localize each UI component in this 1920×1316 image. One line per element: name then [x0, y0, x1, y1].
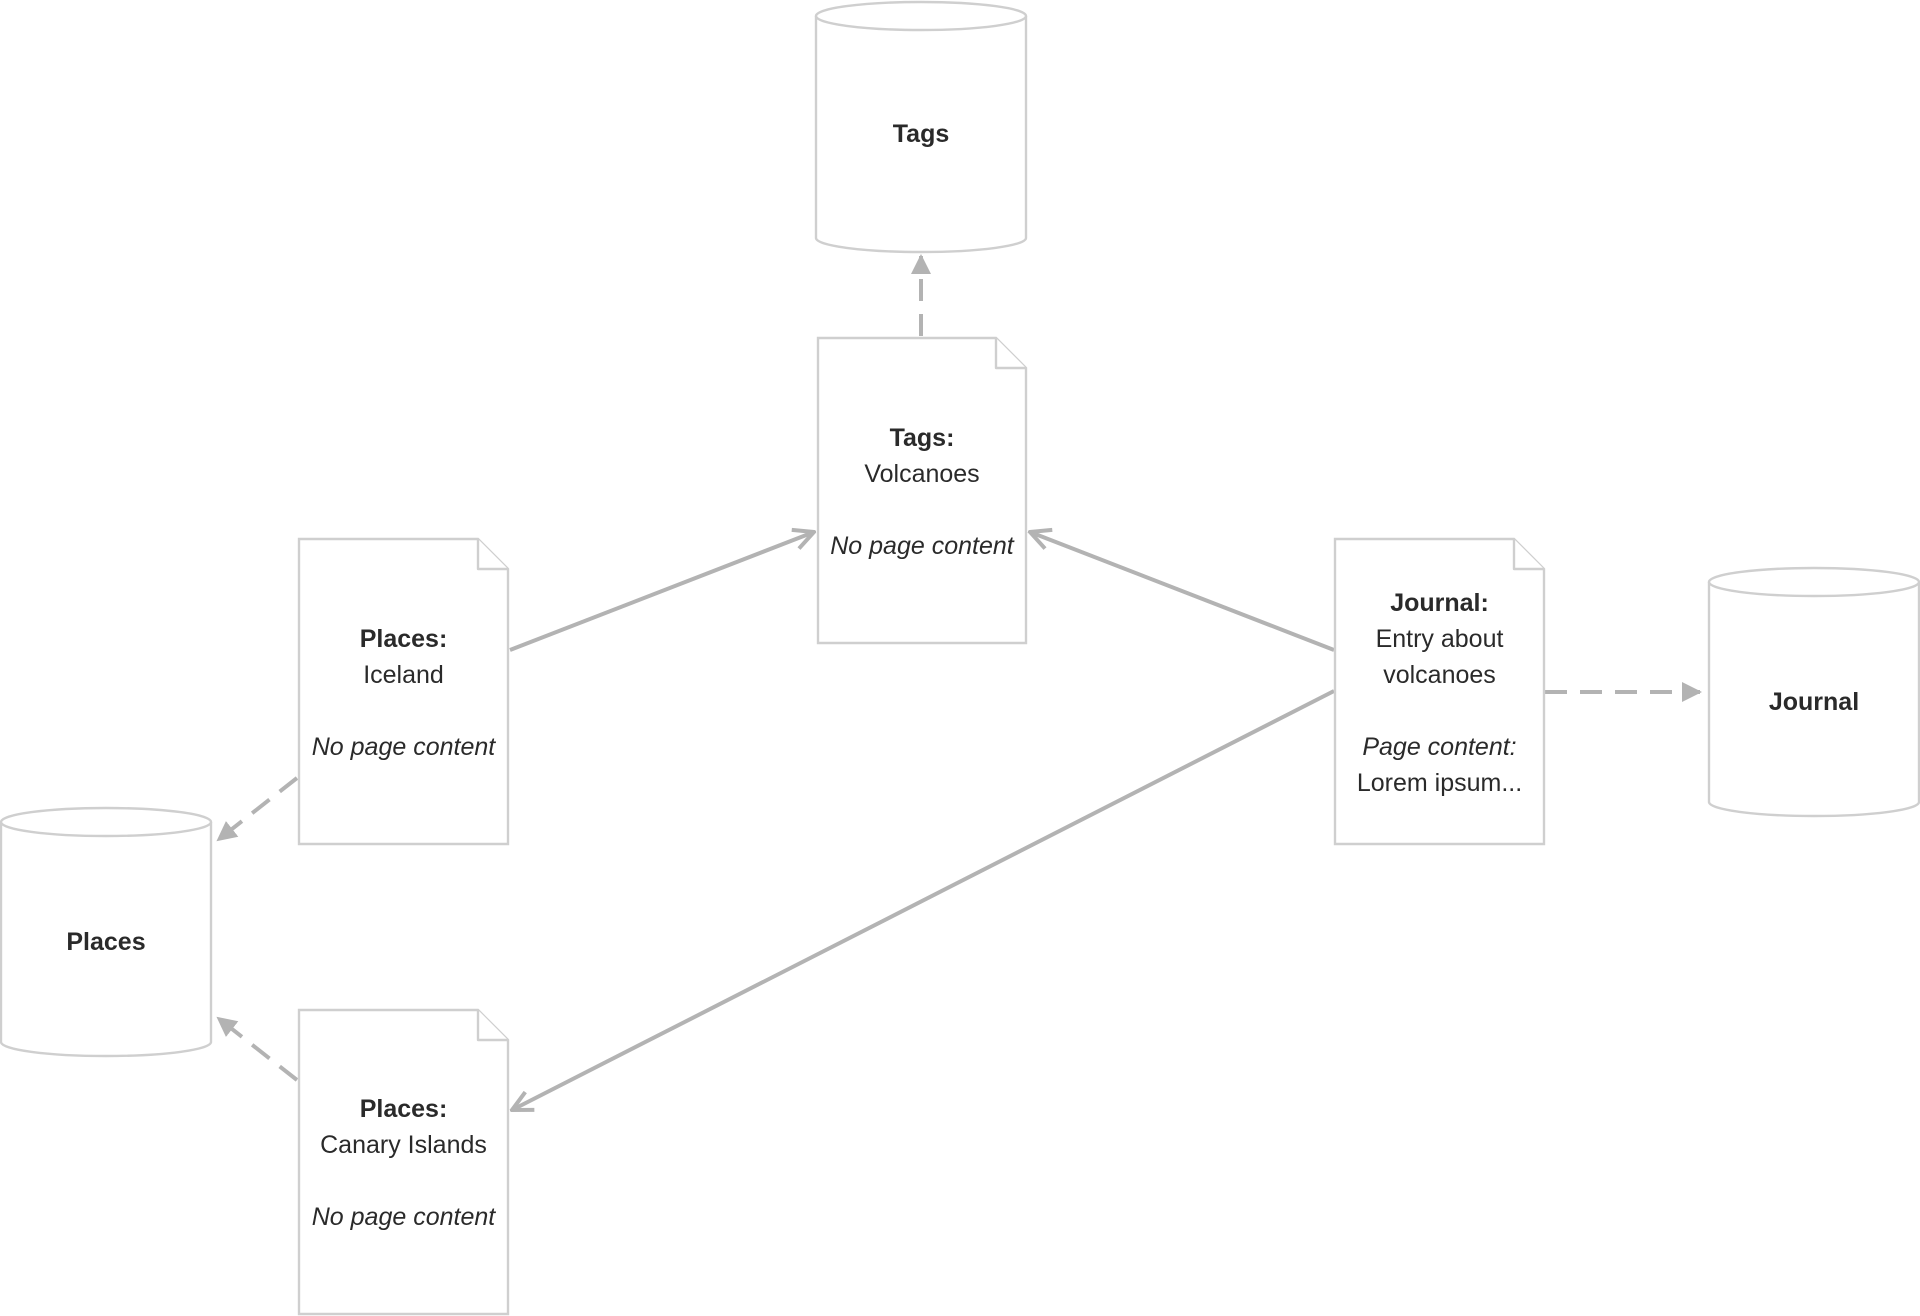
page-journal-entry-icon [1333, 537, 1546, 846]
page-title: Volcanoes [864, 460, 980, 488]
database-journal-label: Journal [1768, 688, 1860, 716]
page-content-note: No page content [830, 532, 1014, 560]
page-places-iceland-icon [297, 537, 510, 846]
page-title-line-1: Entry about [1375, 625, 1504, 653]
page-heading: Places: [359, 625, 448, 653]
database-places-icon [0, 806, 213, 1058]
page-heading: Tags: [889, 424, 955, 452]
page-content-label: Page content: [1362, 733, 1517, 761]
page-places-canary: Places: Canary Islands No page content [299, 1091, 508, 1235]
page-heading: Journal: [1390, 589, 1489, 617]
database-tags-label: Tags [892, 120, 950, 148]
page-title: Canary Islands [320, 1131, 487, 1159]
page-content-note: No page content [311, 733, 496, 761]
dashed-arrow-canary-to-places-db [216, 1016, 299, 1082]
page-journal-entry: Journal: Entry about volcanoes Page cont… [1335, 585, 1544, 801]
page-title: Iceland [363, 661, 444, 689]
arrow-journal-to-canary [512, 689, 1335, 1110]
database-places-label: Places [66, 928, 146, 956]
page-content-text: Lorem ipsum... [1356, 769, 1523, 797]
page-content-note: No page content [311, 1203, 496, 1231]
dashed-arrow-iceland-to-places-db [216, 776, 299, 842]
arrow-iceland-to-volcanoes [509, 532, 814, 652]
page-title-line-2: volcanoes [1383, 661, 1496, 689]
page-heading: Places: [359, 1095, 448, 1123]
page-places-iceland: Places: Iceland No page content [299, 621, 508, 765]
arrow-journal-to-volcanoes [1030, 532, 1335, 652]
database-tags-icon [814, 0, 1028, 254]
page-tags-volcanoes-icon [816, 336, 1028, 645]
page-places-canary-icon [297, 1008, 510, 1316]
page-tags-volcanoes: Tags: Volcanoes No page content [818, 420, 1026, 564]
database-journal-icon [1707, 566, 1920, 818]
